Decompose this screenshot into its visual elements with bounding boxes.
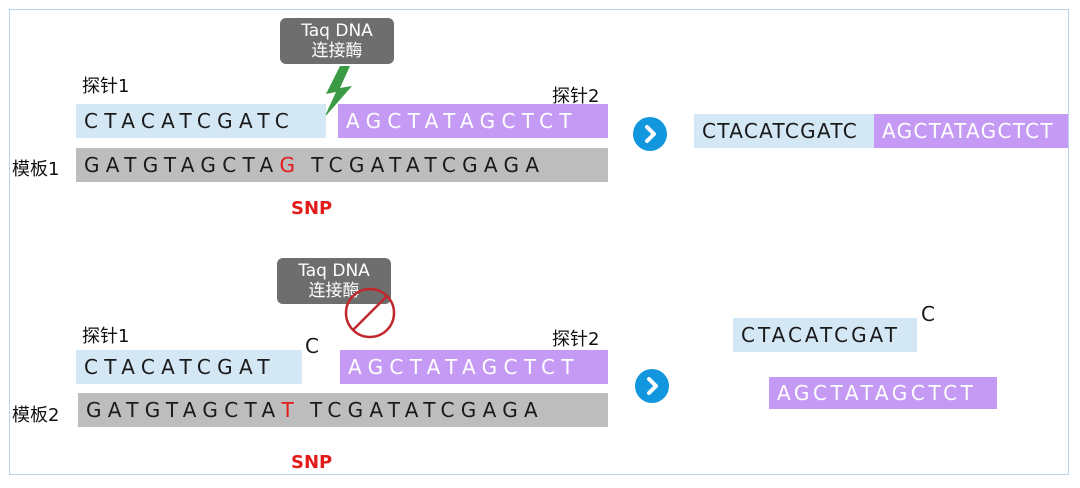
ligase-box-bottom: Taq DNA 连接酶 (277, 258, 391, 304)
arrow-right-icon-top (633, 117, 667, 151)
unligated-probe1-result: CTACATCGAT (733, 318, 917, 352)
template2-label: 模板2 (12, 405, 60, 426)
probe2-label-bottom: 探针2 (552, 329, 600, 350)
ligated-probe2-result: AGCTATAGCTCT (874, 114, 1068, 148)
ligase-type-bottom: 连接酶 (308, 281, 360, 301)
template1-sequence: GATGTAGCTA G TCGATATCGAGA (76, 148, 608, 182)
probe2-label-top: 探针2 (552, 86, 600, 107)
template1-label: 模板1 (12, 159, 60, 180)
template2-right-segment: TCGATATCGAGA (309, 398, 545, 422)
snp-label-bottom: SNP (291, 452, 333, 473)
ligase-name-bottom: Taq DNA (298, 261, 370, 281)
ligase-box-top: Taq DNA 连接酶 (280, 18, 394, 64)
probe1-sequence-bottom: CTACATCGAT (76, 350, 302, 384)
snp-label-top: SNP (291, 198, 333, 219)
ligase-name-top: Taq DNA (301, 21, 373, 41)
probe1-label-bottom: 探针1 (82, 326, 130, 347)
result-mismatch-base: C (921, 302, 935, 326)
probe2-sequence-bottom: AGCTATAGCTCT (340, 350, 608, 384)
template2-left-segment: GATGTAGCTA (86, 398, 282, 422)
template2-snp-base: T (281, 398, 300, 422)
probe2-sequence-top: AGCTATAGCTCT (338, 104, 608, 138)
template1-right-segment: TCGATATCGAGA (311, 153, 546, 177)
mismatch-base-bottom: C (305, 334, 319, 358)
unligated-probe2-result: AGCTATAGCTCT (769, 377, 997, 409)
arrow-right-icon-bottom (635, 369, 669, 403)
prohibited-icon (344, 287, 396, 339)
ligase-type-top: 连接酶 (311, 41, 363, 61)
template2-sequence: GATGTAGCTA T TCGATATCGAGA (78, 393, 608, 427)
probe1-sequence-top: CTACATCGATC (76, 104, 326, 138)
template1-snp-base: G (279, 153, 302, 177)
template1-left-segment: GATGTAGCTA (84, 153, 280, 177)
lightning-icon (324, 66, 352, 118)
probe1-label-top: 探针1 (82, 76, 130, 97)
ligated-probe1-result: CTACATCGATC (694, 114, 874, 148)
